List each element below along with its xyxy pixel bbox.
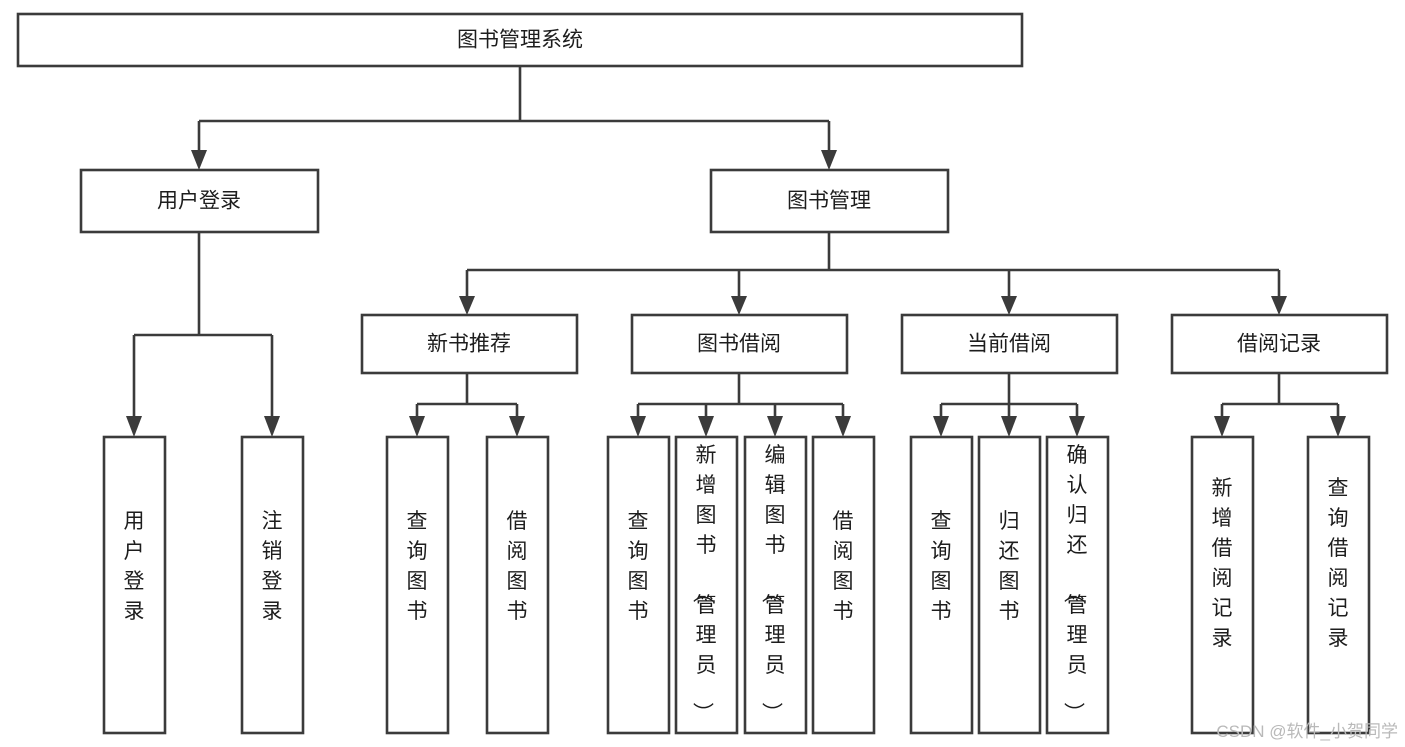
node-book-borrow[interactable]: 图书借阅 — [630, 313, 849, 375]
arrowhead-borrow-book-2 — [835, 416, 851, 437]
node-current-borrow[interactable]: 当前借阅 — [900, 313, 1119, 375]
node-root-label: 图书管理系统 — [457, 29, 583, 52]
node-leaf-add-book-box[interactable] — [674, 435, 739, 735]
node-new-book-recommend-box[interactable] — [360, 313, 579, 375]
node-current-borrow-box[interactable] — [900, 313, 1119, 375]
node-leaf-query-book-1-box[interactable] — [385, 435, 450, 735]
node-leaf-edit-book-box[interactable] — [743, 435, 808, 735]
arrowhead-query-book-2 — [630, 416, 646, 437]
node-leaf-add-record[interactable]: 新增借阅记录 — [1190, 435, 1255, 735]
arrowhead-current-borrow — [1001, 296, 1017, 315]
node-leaf-logout-box[interactable] — [240, 435, 305, 735]
node-leaf-logout-label: 注销登录 — [262, 510, 283, 623]
arrowhead-borrow-book-1 — [509, 416, 525, 437]
node-book-borrow-label: 图书借阅 — [697, 333, 781, 356]
arrowhead-query-record — [1330, 416, 1346, 437]
watermark-text: CSDN @软件_小贺同学 — [1216, 722, 1398, 741]
arrowhead-leaf-user-login — [126, 416, 142, 437]
arrowhead-query-book-1 — [409, 416, 425, 437]
node-borrow-record[interactable]: 借阅记录 — [1170, 313, 1389, 375]
arrowhead-book-borrow — [731, 296, 747, 315]
arrowhead-add-book — [698, 416, 714, 437]
node-leaf-confirm-return[interactable]: 确认归还（管理员） — [1045, 435, 1110, 735]
node-leaf-borrow-book-1-label: 借阅图书 — [507, 510, 528, 623]
arrowhead-edit-book — [767, 416, 783, 437]
node-leaf-add-book-label: 新增图书（管理员） — [691, 444, 717, 723]
node-user-login[interactable]: 用户登录 — [79, 168, 320, 234]
node-user-login-box[interactable] — [79, 168, 320, 234]
arrowhead-leaf-logout — [264, 416, 280, 437]
node-leaf-user-login-label: 用户登录 — [124, 510, 145, 623]
node-leaf-borrow-book-2-label: 借阅图书 — [833, 510, 854, 623]
node-leaf-query-book-3[interactable]: 查询图书 — [909, 435, 974, 735]
node-leaf-query-book-3-label: 查询图书 — [931, 510, 952, 623]
node-leaf-query-record-box[interactable] — [1306, 435, 1371, 735]
arrowhead-query-book-3 — [933, 416, 949, 437]
node-leaf-logout[interactable]: 注销登录 — [240, 435, 305, 735]
node-leaf-confirm-return-label: 确认归还（管理员） — [1062, 444, 1088, 723]
node-user-login-label: 用户登录 — [157, 190, 241, 213]
arrowhead-borrow-record — [1271, 296, 1287, 315]
node-leaf-return-book[interactable]: 归还图书 — [977, 435, 1042, 735]
node-leaf-query-book-2-label: 查询图书 — [628, 510, 649, 623]
node-leaf-query-record[interactable]: 查询借阅记录 — [1306, 435, 1371, 735]
node-leaf-query-book-1-label: 查询图书 — [407, 510, 428, 623]
node-leaf-query-book-3-box[interactable] — [909, 435, 974, 735]
arrowhead-add-record — [1214, 416, 1230, 437]
node-book-manage-box[interactable] — [709, 168, 950, 234]
node-leaf-edit-book[interactable]: 编辑图书（管理员） — [743, 435, 808, 735]
node-leaf-query-book-2[interactable]: 查询图书 — [606, 435, 671, 735]
node-borrow-record-label: 借阅记录 — [1237, 333, 1321, 356]
arrowhead-book-manage — [821, 150, 837, 170]
arrowhead-confirm-return — [1069, 416, 1085, 437]
node-root-box[interactable] — [16, 12, 1024, 68]
node-leaf-query-record-label: 查询借阅记录 — [1328, 477, 1349, 650]
node-leaf-return-book-box[interactable] — [977, 435, 1042, 735]
node-new-book-recommend-label: 新书推荐 — [427, 333, 511, 356]
node-leaf-query-book-1[interactable]: 查询图书 — [385, 435, 450, 735]
node-book-manage[interactable]: 图书管理 — [709, 168, 950, 234]
node-leaf-user-login-box[interactable] — [102, 435, 167, 735]
node-leaf-edit-book-label: 编辑图书（管理员） — [760, 444, 786, 723]
node-leaf-add-record-label: 新增借阅记录 — [1212, 477, 1233, 650]
node-leaf-query-book-2-box[interactable] — [606, 435, 671, 735]
node-leaf-confirm-return-box[interactable] — [1045, 435, 1110, 735]
node-root[interactable]: 图书管理系统 — [16, 12, 1024, 68]
arrowhead-new-book-recommend — [459, 296, 475, 315]
node-leaf-add-book[interactable]: 新增图书（管理员） — [674, 435, 739, 735]
node-borrow-record-box[interactable] — [1170, 313, 1389, 375]
node-leaf-return-book-label: 归还图书 — [999, 510, 1020, 623]
node-current-borrow-label: 当前借阅 — [967, 333, 1051, 356]
arrowhead-user-login — [191, 150, 207, 170]
node-leaf-borrow-book-2-box[interactable] — [811, 435, 876, 735]
node-leaf-add-record-box[interactable] — [1190, 435, 1255, 735]
node-leaf-borrow-book-1-box[interactable] — [485, 435, 550, 735]
node-leaf-borrow-book-1[interactable]: 借阅图书 — [485, 435, 550, 735]
node-leaf-borrow-book-2[interactable]: 借阅图书 — [811, 435, 876, 735]
node-leaf-user-login[interactable]: 用户登录 — [102, 435, 167, 735]
node-book-manage-label: 图书管理 — [787, 190, 871, 213]
node-new-book-recommend[interactable]: 新书推荐 — [360, 313, 579, 375]
connectors-layer — [126, 66, 1346, 437]
arrowhead-return-book — [1001, 416, 1017, 437]
node-book-borrow-box[interactable] — [630, 313, 849, 375]
